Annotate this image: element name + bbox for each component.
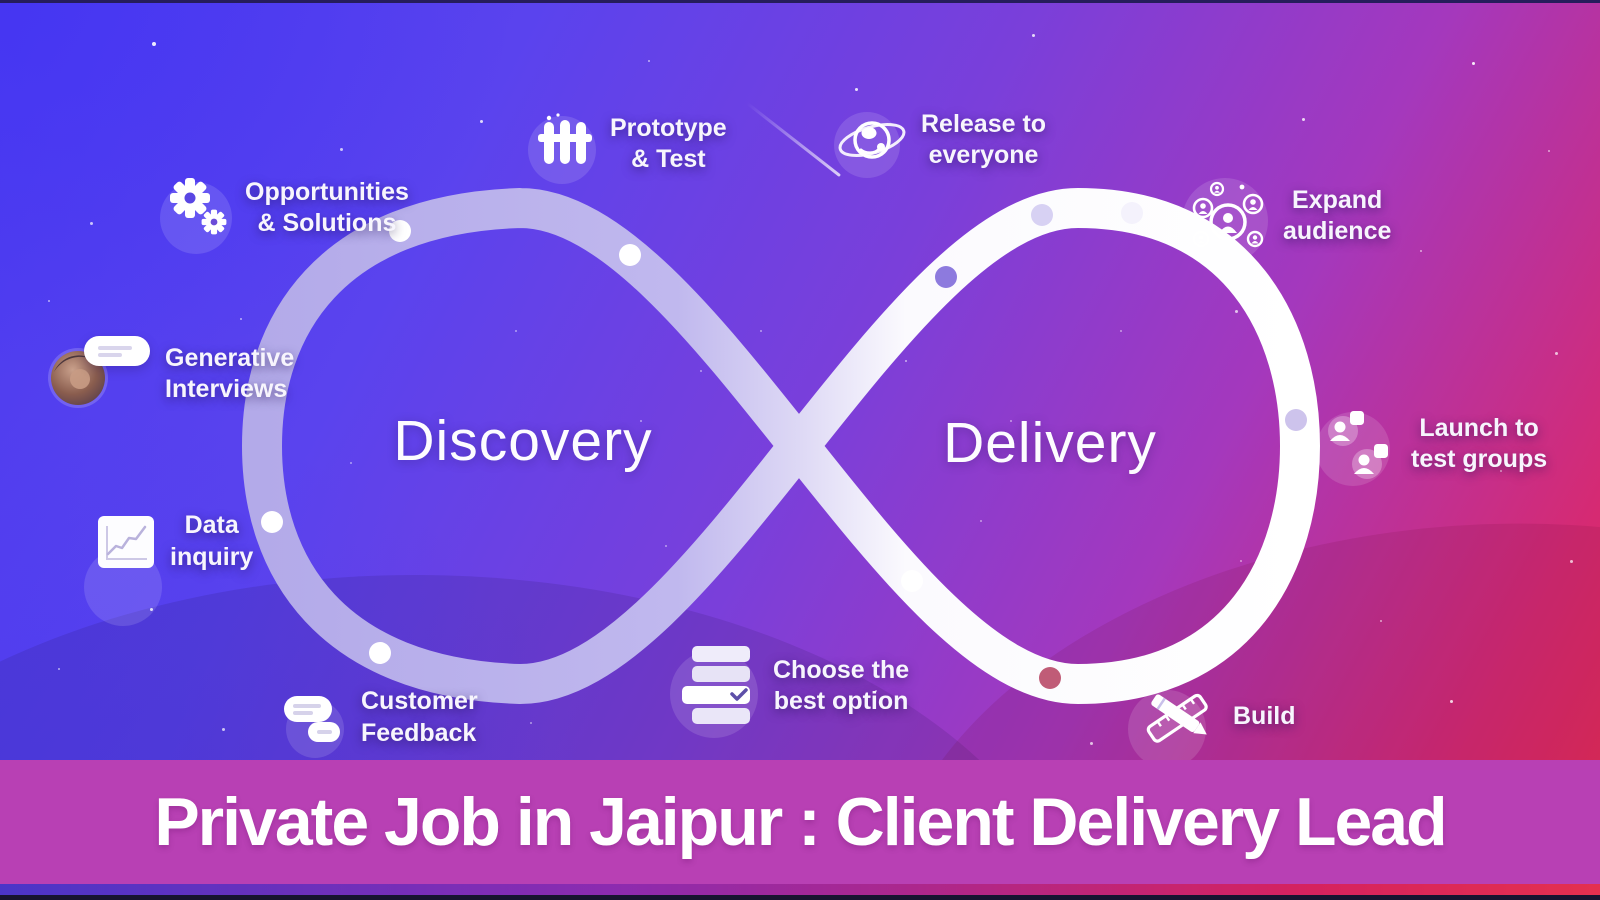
star: [222, 728, 225, 731]
star: [875, 690, 877, 692]
stage-label: best option: [773, 687, 909, 715]
star: [640, 420, 642, 422]
star: [1548, 150, 1550, 152]
star: [480, 120, 483, 123]
stage-label: Expand: [1292, 185, 1383, 214]
discovery-label: Discovery: [393, 409, 653, 473]
star: [1010, 420, 1012, 422]
stage-label: Customer: [361, 687, 478, 715]
globe-icon: [838, 121, 906, 159]
star: [1235, 310, 1238, 313]
speech-bubble-icon: [84, 336, 150, 366]
build-tools-icon: [1146, 693, 1208, 743]
banner-under-strip: [0, 884, 1600, 895]
banner-title: Private Job in Jaipur : Client Delivery …: [154, 784, 1447, 860]
star: [530, 722, 532, 724]
star: [665, 545, 667, 547]
top-bar: [0, 0, 1600, 3]
stage-prototype-test: Prototype & Test: [533, 112, 727, 176]
stage-label: Opportunities: [245, 177, 409, 206]
star: [1420, 250, 1422, 252]
stage-launch-test-groups: Launch to test groups: [1322, 404, 1547, 484]
star: [1090, 742, 1093, 745]
stage-label: Choose the: [773, 655, 910, 684]
interview-avatar-icon: [46, 336, 152, 412]
star: [905, 360, 907, 362]
test-tubes-icon: [538, 113, 592, 164]
star: [855, 88, 858, 91]
stage-opportunities-solutions: Opportunities & Solutions: [168, 176, 409, 240]
chart-icon: [98, 515, 154, 568]
banner: Private Job in Jaipur : Client Delivery …: [0, 760, 1600, 884]
star: [1120, 330, 1122, 332]
stage-label: & Solutions: [257, 209, 397, 237]
star: [760, 330, 762, 332]
star: [1032, 34, 1035, 37]
stage-label: audience: [1283, 217, 1392, 245]
stage-build: Build: [1140, 680, 1296, 754]
star: [150, 608, 153, 611]
stage-label: Launch to: [1419, 413, 1539, 442]
stage-label: Release to: [921, 109, 1047, 138]
stage-release-everyone: Release to everyone: [836, 108, 1046, 172]
stage-label: & Test: [631, 145, 706, 173]
star: [240, 318, 242, 320]
stage-label: everyone: [928, 141, 1039, 169]
star: [58, 668, 60, 670]
stage-data-inquiry: Data inquiry: [95, 510, 253, 573]
star: [648, 60, 650, 62]
star: [515, 330, 517, 332]
star: [1570, 560, 1573, 563]
star: [1555, 352, 1558, 355]
star: [1240, 560, 1242, 562]
stage-expand-audience: Expand audience: [1186, 176, 1391, 256]
stage-label: Data: [184, 511, 239, 539]
star: [152, 42, 156, 46]
stage-label: Generative: [165, 343, 295, 372]
stage-choose-best-option: Choose the best option: [680, 642, 909, 730]
gears-icon: [170, 178, 227, 235]
bottom-bar: [0, 895, 1600, 900]
star: [350, 462, 352, 464]
stage-label: Build: [1233, 702, 1296, 731]
stage-label: Prototype: [610, 113, 727, 142]
star: [1450, 700, 1453, 703]
star: [1380, 620, 1382, 622]
stage-label: Interviews: [165, 375, 288, 403]
star: [48, 300, 50, 302]
chat-bubbles-icon: [284, 695, 340, 742]
star: [1302, 118, 1305, 121]
people-network-icon: [1192, 181, 1264, 248]
stage-label: test groups: [1411, 445, 1548, 473]
stage-label: Feedback: [361, 718, 477, 747]
star: [340, 148, 343, 151]
infinity-path: [241, 187, 1321, 705]
star: [700, 370, 702, 372]
star: [980, 520, 982, 522]
star: [1500, 470, 1502, 472]
delivery-label: Delivery: [943, 411, 1157, 475]
checklist-icon: [682, 646, 750, 724]
star: [1472, 62, 1475, 65]
user-groups-icon: [1328, 411, 1388, 479]
loop-milestone-dots: [261, 202, 1307, 689]
star: [90, 222, 93, 225]
stage-label: inquiry: [170, 542, 254, 571]
